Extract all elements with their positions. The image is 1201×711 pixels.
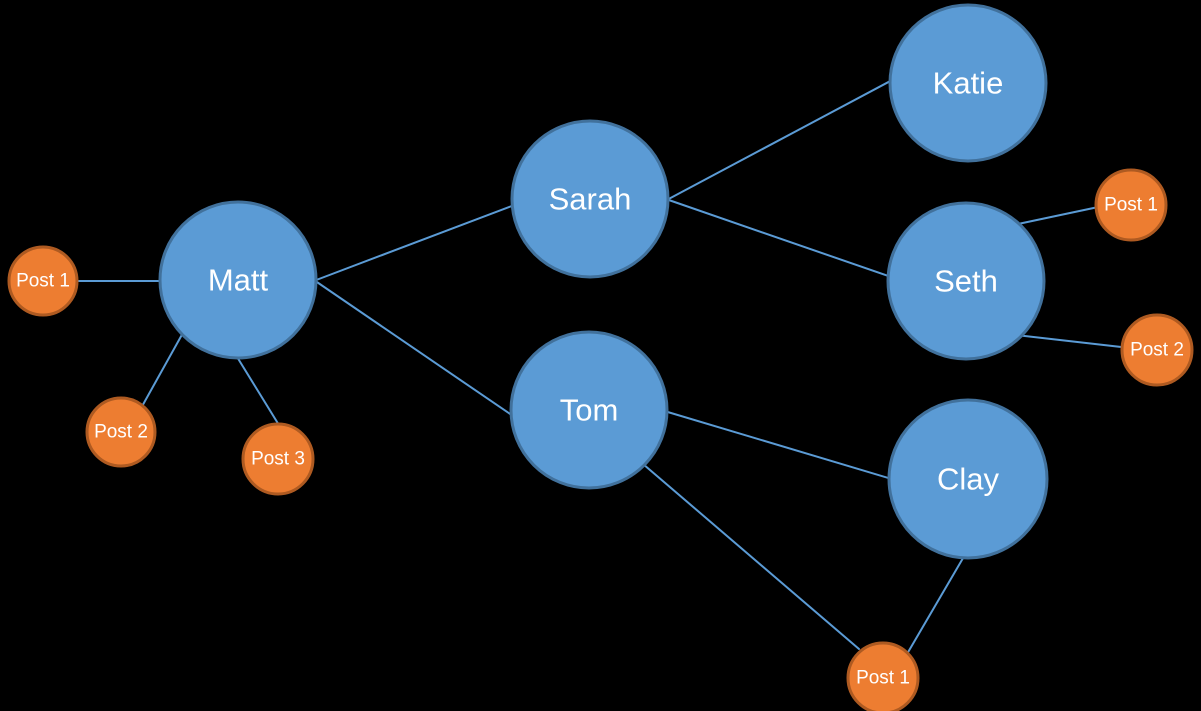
node-tom[interactable]: Tom xyxy=(509,330,669,490)
node-post1-left[interactable]: Post 1 xyxy=(7,245,79,317)
node-post3-left-shape[interactable] xyxy=(241,422,315,496)
edge-seth-post2-right xyxy=(1015,334,1131,349)
node-seth[interactable]: Seth xyxy=(886,201,1046,361)
node-tom-shape[interactable] xyxy=(509,330,669,490)
edge-sarah-seth xyxy=(662,197,895,279)
node-post1-bottom[interactable]: Post 1 xyxy=(846,641,920,711)
node-sarah[interactable]: Sarah xyxy=(510,119,670,279)
node-post3-left[interactable]: Post 3 xyxy=(241,422,315,496)
node-clay[interactable]: Clay xyxy=(887,398,1049,560)
edges-layer xyxy=(71,77,1131,655)
node-post2-left-shape[interactable] xyxy=(85,396,157,468)
edge-sarah-katie xyxy=(662,77,897,203)
node-sarah-shape[interactable] xyxy=(510,119,670,279)
node-post1-bottom-shape[interactable] xyxy=(846,641,920,711)
node-post1-right-shape[interactable] xyxy=(1094,168,1168,242)
edge-matt-sarah xyxy=(310,203,518,283)
edge-tom-post1-bottom xyxy=(642,463,860,650)
node-post2-left[interactable]: Post 2 xyxy=(85,396,157,468)
node-post2-right[interactable]: Post 2 xyxy=(1120,313,1194,387)
node-post1-right[interactable]: Post 1 xyxy=(1094,168,1168,242)
edge-matt-post2-left xyxy=(139,330,185,411)
node-clay-shape[interactable] xyxy=(887,398,1049,560)
node-post1-left-shape[interactable] xyxy=(7,245,79,317)
edge-matt-post3-left xyxy=(233,351,283,431)
node-katie[interactable]: Katie xyxy=(888,3,1048,163)
edge-tom-clay xyxy=(660,409,896,481)
edge-matt-tom xyxy=(310,277,517,419)
edge-seth-post1-right xyxy=(1017,205,1104,225)
edge-clay-post1-bottom xyxy=(906,552,967,655)
node-katie-shape[interactable] xyxy=(888,3,1048,163)
node-matt-shape[interactable] xyxy=(158,200,318,360)
node-seth-shape[interactable] xyxy=(886,201,1046,361)
node-matt[interactable]: Matt xyxy=(158,200,318,360)
node-post2-right-shape[interactable] xyxy=(1120,313,1194,387)
